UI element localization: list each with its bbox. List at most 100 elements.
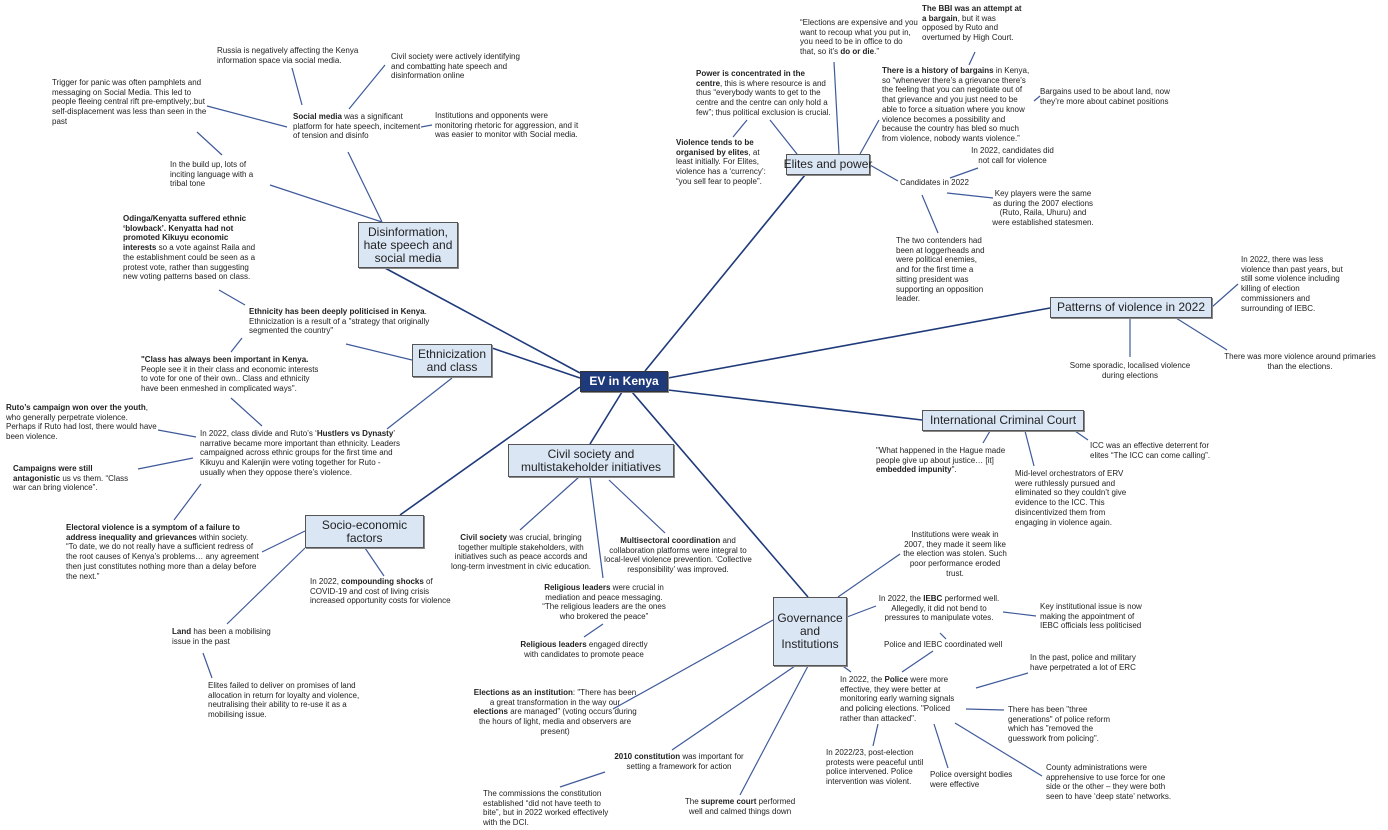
topic-socio-economic-factors[interactable]: Socio-economic factors bbox=[305, 515, 424, 548]
note-instopp[interactable]: Institutions and opponents were monitori… bbox=[435, 111, 585, 140]
note-police[interactable]: In 2022, the Police were more effective,… bbox=[840, 675, 965, 724]
note-text-segment: Russia is negatively affecting the Kenya… bbox=[217, 46, 359, 65]
note-text-segment: There was more violence around primaries… bbox=[1224, 352, 1376, 371]
topic-elites-and-power[interactable]: Elites and power bbox=[784, 154, 872, 175]
note-text-segment: Hustlers vs Dynasty bbox=[316, 429, 394, 438]
note-keyplayers[interactable]: Key players were the same as during the … bbox=[990, 189, 1096, 228]
note-text-segment: Bargains used to be about land, now they… bbox=[1040, 87, 1170, 106]
topic-governance-and-institutions[interactable]: Governance and Institutions bbox=[773, 597, 847, 666]
central-topic-ev-in-kenya[interactable]: EV in Kenya bbox=[580, 371, 668, 392]
note-text-segment: In 2022, there was less violence than pa… bbox=[1241, 255, 1343, 313]
topic-civil-society[interactable]: Civil society and multistakeholder initi… bbox=[508, 444, 674, 477]
topic-patterns-of-violence[interactable]: Patterns of violence in 2022 bbox=[1050, 297, 1212, 318]
note-ruto[interactable]: Ruto’s campaign won over the youth, who … bbox=[6, 403, 158, 442]
note-shocks[interactable]: In 2022, compounding shocks of COVID-19 … bbox=[310, 577, 460, 606]
note-text-segment: Social media bbox=[293, 112, 342, 121]
note-text-segment: In 2022, bbox=[310, 577, 342, 586]
note-power[interactable]: Power is concentrated in the centre, thi… bbox=[696, 69, 831, 118]
note-text-segment: Religious leaders bbox=[544, 583, 611, 592]
note-text-segment: , who generally perpetrate violence. Per… bbox=[6, 403, 157, 442]
note-county[interactable]: County administrations were apprehensive… bbox=[1046, 763, 1181, 802]
note-bargland[interactable]: Bargains used to be about land, now they… bbox=[1040, 87, 1170, 106]
note-lessviol[interactable]: In 2022, there was less violence than pa… bbox=[1241, 255, 1349, 313]
note-text-segment: are managed" (voting occurs during the h… bbox=[478, 707, 637, 736]
topic-disinformation[interactable]: Disinformation, hate speech and social m… bbox=[358, 222, 458, 268]
note-text-segment: The two contenders had been at loggerhea… bbox=[896, 236, 985, 304]
note-quote[interactable]: “Elections are expensive and you want to… bbox=[800, 18, 918, 57]
note-ethnicity[interactable]: Ethnicity has been deeply politicised in… bbox=[249, 307, 434, 336]
note-bargains[interactable]: There is a history of bargains in Kenya,… bbox=[882, 66, 1034, 144]
note-sporadic[interactable]: Some sporadic, localised violence during… bbox=[1065, 361, 1195, 380]
note-commissions[interactable]: The commissions the constitution establi… bbox=[483, 789, 618, 828]
note-contenders[interactable]: The two contenders had been at loggerhea… bbox=[896, 236, 988, 304]
note-policeiebc[interactable]: Police and IEBC coordinated well bbox=[884, 640, 1014, 650]
note-text-segment: Institutions and opponents were monitori… bbox=[435, 111, 579, 140]
note-text-segment: compounding shocks bbox=[341, 577, 424, 586]
note-text-segment: "What happened in the Hague made people … bbox=[876, 446, 1006, 465]
note-buildup[interactable]: In the build up, lots of inciting langua… bbox=[170, 160, 265, 189]
note-text-segment: has been a mobilising issue in the past bbox=[172, 627, 271, 646]
note-iebc[interactable]: In 2022, the IEBC performed well. Allege… bbox=[877, 594, 1001, 623]
note-text-segment: was crucial, bringing together multiple … bbox=[450, 533, 592, 572]
note-cand2022[interactable]: Candidates in 2022 bbox=[900, 178, 980, 188]
note-religious2[interactable]: Religious leaders engaged directly with … bbox=[517, 640, 651, 659]
note-keyinst[interactable]: Key institutional issue is now making th… bbox=[1040, 602, 1155, 631]
note-russia[interactable]: Russia is negatively affecting the Kenya… bbox=[217, 46, 362, 65]
note-supreme[interactable]: The supreme court performed well and cal… bbox=[680, 797, 800, 816]
note-constitution[interactable]: 2010 constitution was important for sett… bbox=[606, 752, 752, 771]
note-text-segment: Campaigns were still antagonistic bbox=[13, 464, 93, 483]
note-text-segment: was a significant platform for hate spee… bbox=[293, 112, 421, 141]
note-protests[interactable]: In 2022/23, post-election protests were … bbox=[826, 748, 924, 787]
note-text-segment: IEBC bbox=[923, 594, 943, 603]
note-text-segment: , this is where resource is and thus “ev… bbox=[696, 78, 831, 117]
note-bbi[interactable]: The BBI was an attempt at a bargain, but… bbox=[922, 4, 1027, 43]
note-text-segment: In 2022, the bbox=[878, 594, 924, 603]
note-text-segment: and collaboration platforms were integra… bbox=[604, 536, 752, 575]
note-civonline[interactable]: Civil society were actively identifying … bbox=[391, 52, 526, 81]
note-socialmedia[interactable]: Social media was a significant platform … bbox=[293, 112, 421, 141]
note-cscrucial[interactable]: Civil society was crucial, bringing toge… bbox=[446, 533, 596, 572]
note-text-segment: .” bbox=[874, 47, 879, 57]
note-text-segment: The BBI was an attempt at a bargain bbox=[922, 4, 1022, 23]
note-text-segment: In 2022, class divide and Ruto’s ‘ bbox=[200, 429, 317, 438]
note-iccdeter[interactable]: ICC was an effective deterrent for elite… bbox=[1090, 441, 1220, 460]
topic-international-criminal-court[interactable]: International Criminal Court bbox=[922, 410, 1084, 431]
note-text-segment: In 2022, candidates did not call for vio… bbox=[971, 146, 1054, 165]
note-classdivide[interactable]: In 2022, class divide and Ruto’s ‘Hustle… bbox=[200, 429, 400, 478]
note-text-segment: Key players were the same as during the … bbox=[992, 189, 1094, 228]
note-text-segment: In 2022/23, post-election protests were … bbox=[826, 748, 924, 787]
note-land[interactable]: Land has been a mobilising issue in the … bbox=[172, 627, 282, 646]
note-text-segment: Land bbox=[172, 627, 192, 636]
note-landfail[interactable]: Elites failed to deliver on promises of … bbox=[208, 681, 373, 720]
note-religious1[interactable]: Religious leaders were crucial in mediat… bbox=[538, 583, 670, 622]
note-text-segment: Police bbox=[884, 675, 909, 684]
note-text-segment: People see it in their class and economi… bbox=[141, 364, 319, 394]
note-odinga[interactable]: Odinga/Kenyatta suffered ethnic ‘blowbac… bbox=[123, 214, 256, 282]
note-text-segment: “Elections are expensive and you want to… bbox=[800, 18, 918, 57]
note-midlevel[interactable]: Mid-level orchestrators of ERV were ruth… bbox=[1015, 469, 1135, 527]
note-threegen[interactable]: There has been "three generations" of po… bbox=[1008, 705, 1120, 744]
note-oversight[interactable]: Police oversight bodies were effective bbox=[930, 770, 1025, 789]
note-text-segment: Civil society were actively identifying … bbox=[391, 52, 520, 81]
note-text-segment: us vs them. “Class war can bring violenc… bbox=[13, 473, 129, 493]
note-text-segment: Key institutional issue is now making th… bbox=[1040, 602, 1142, 631]
note-text-segment: ICC was an effective deterrent for elite… bbox=[1090, 441, 1211, 460]
note-text-segment: ". bbox=[951, 465, 957, 475]
note-classimp[interactable]: "Class has always been important in Keny… bbox=[141, 355, 326, 394]
note-electoral[interactable]: Electoral violence is a symptom of a fai… bbox=[66, 523, 261, 581]
note-violorg[interactable]: Violence tends to be organised by elites… bbox=[676, 138, 774, 187]
note-instweak[interactable]: Institutions were weak in 2007, they mad… bbox=[903, 530, 1007, 579]
note-elections[interactable]: Elections as an institution: "There has … bbox=[472, 688, 638, 737]
note-hague[interactable]: "What happened in the Hague made people … bbox=[876, 446, 1011, 475]
note-text-segment: , at least initially. For Elites, violen… bbox=[676, 147, 766, 186]
note-trigger[interactable]: Trigger for panic was often pamphlets an… bbox=[52, 78, 212, 127]
note-primaries[interactable]: There was more violence around primaries… bbox=[1220, 352, 1380, 371]
note-multisector[interactable]: Multisectoral coordination and collabora… bbox=[604, 536, 752, 575]
note-text-segment: were more effective, they were better at… bbox=[840, 675, 955, 723]
note-nocall[interactable]: In 2022, candidates did not call for vio… bbox=[970, 146, 1055, 165]
note-text-segment: Police and IEBC coordinated well bbox=[884, 640, 1003, 649]
note-antagonistic[interactable]: Campaigns were still antagonistic us vs … bbox=[13, 464, 141, 493]
note-pastpolice[interactable]: In the past, police and military have pe… bbox=[1030, 653, 1145, 672]
topic-ethnicization-and-class[interactable]: Ethnicization and class bbox=[412, 344, 492, 377]
